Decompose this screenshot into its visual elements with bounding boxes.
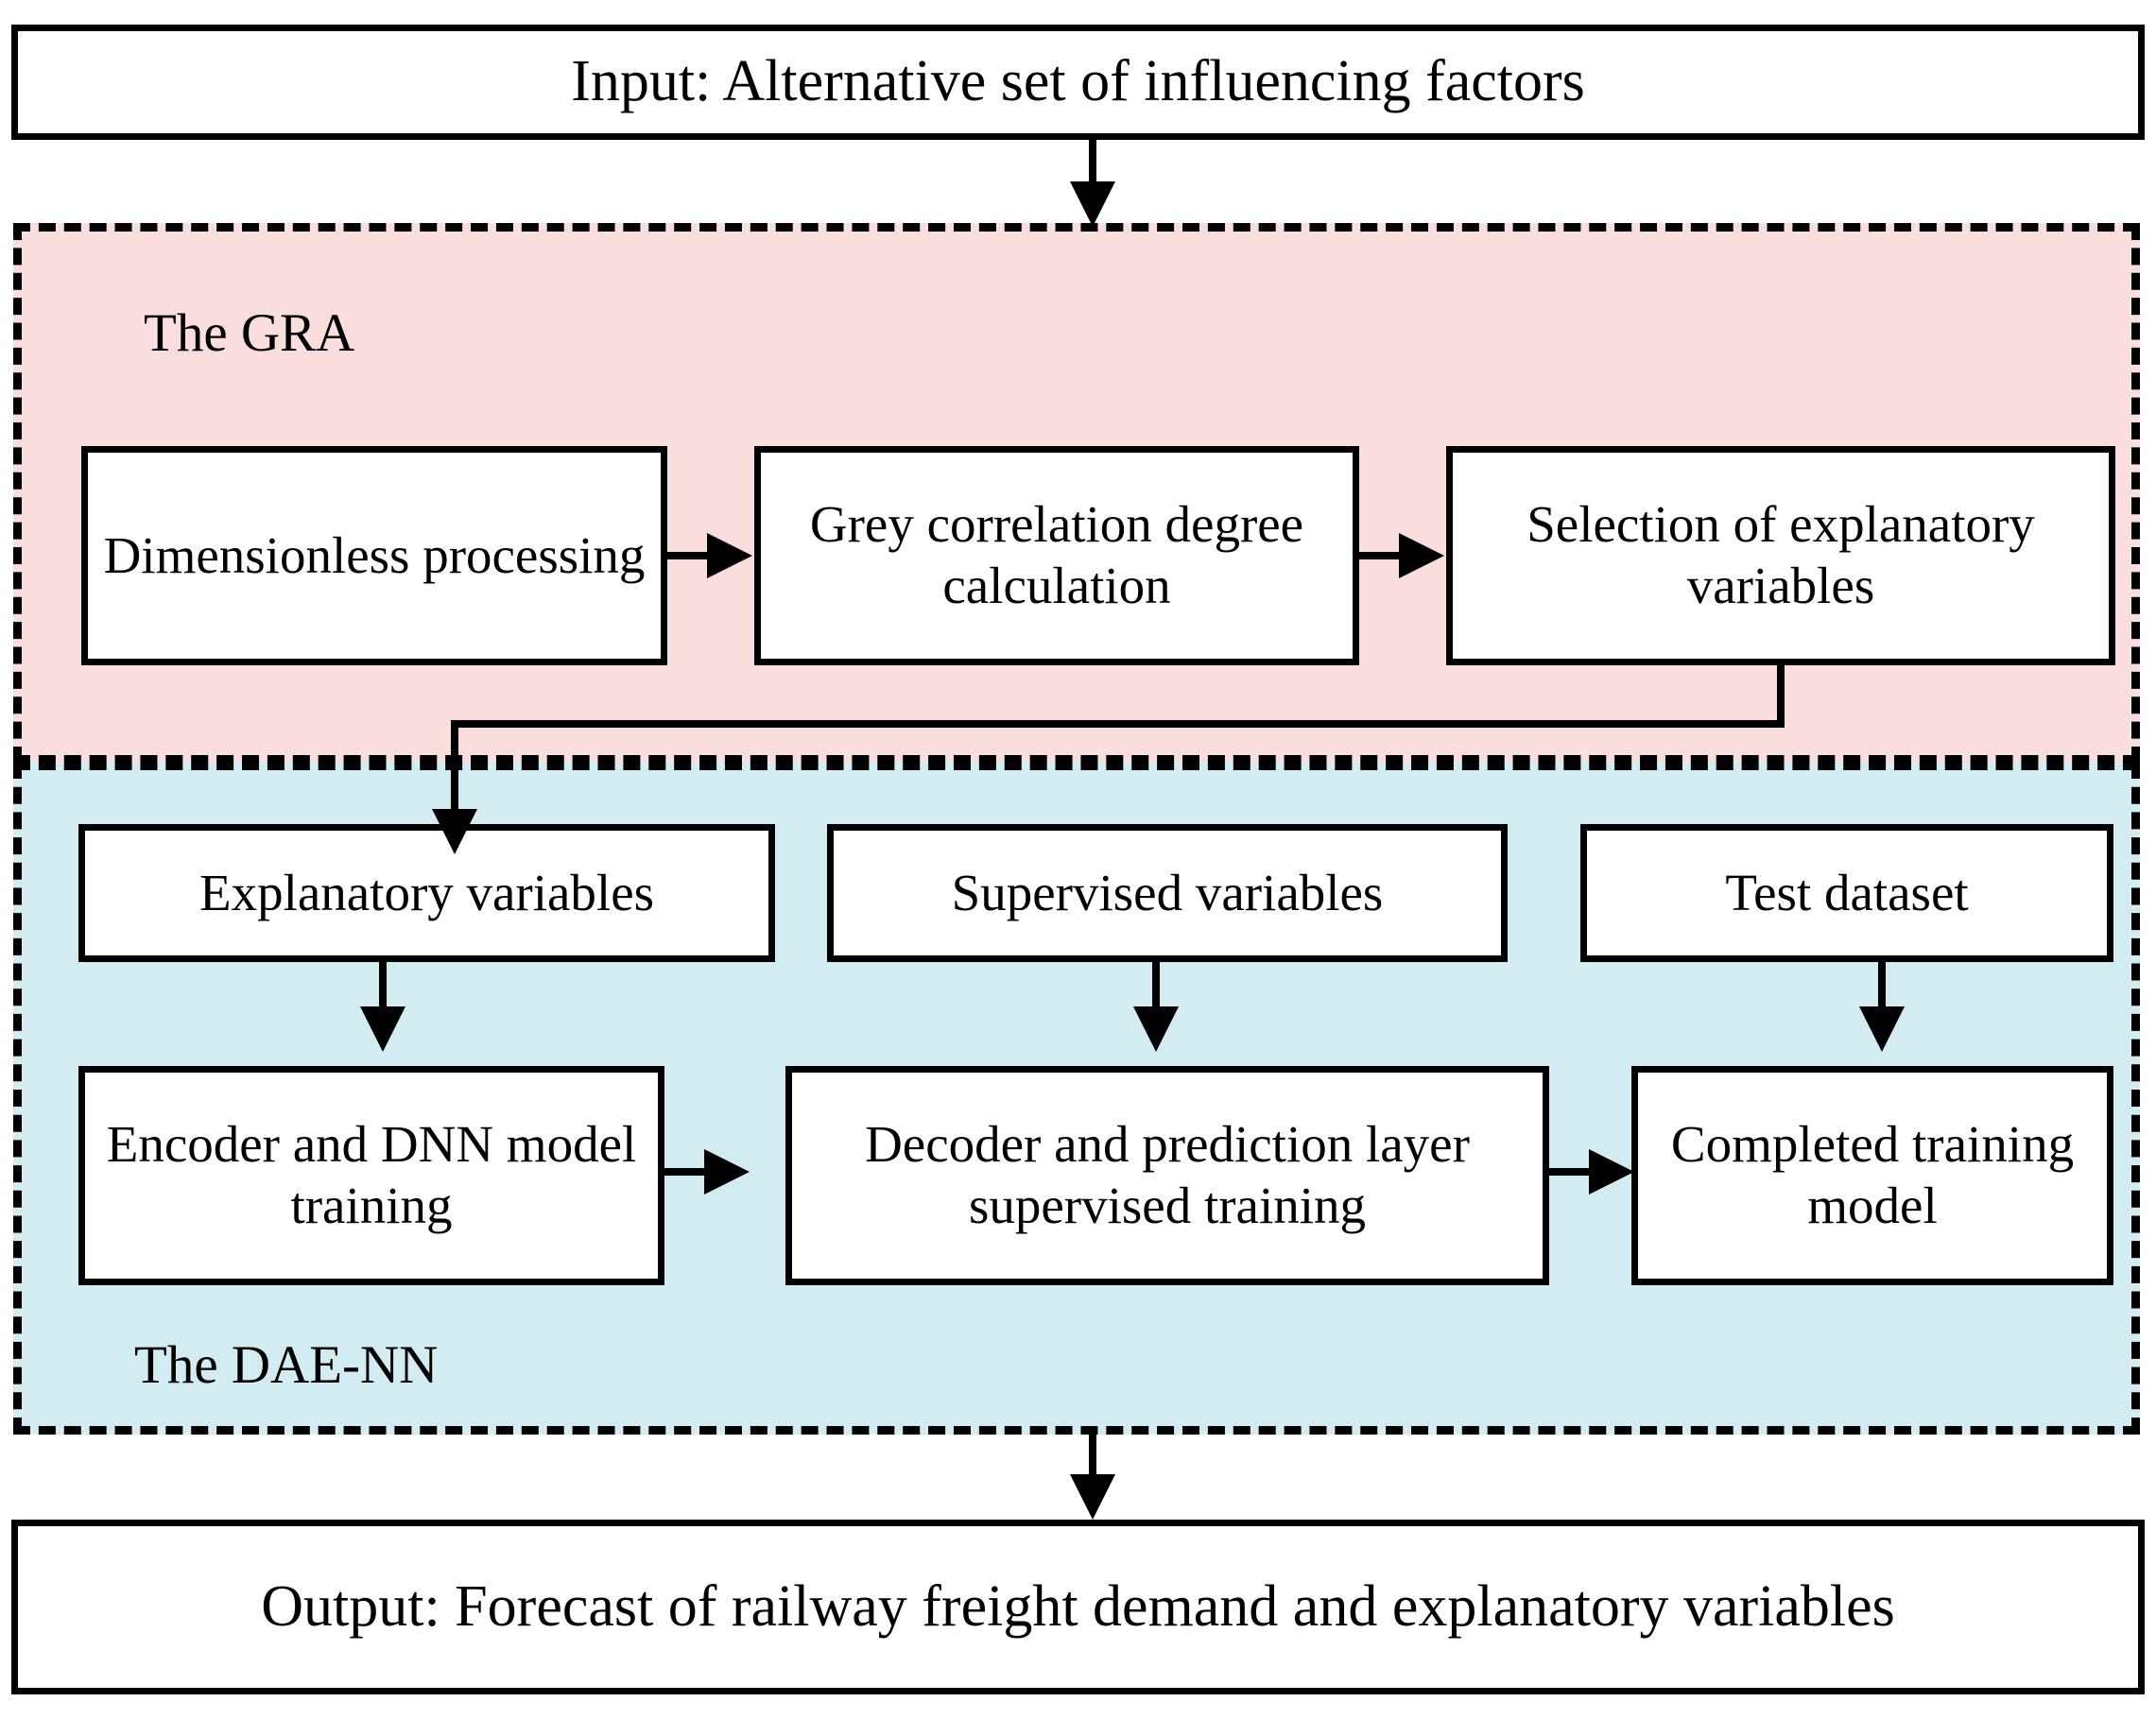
connector-decoder-to-completed-line [1549,1168,1598,1176]
box-completed-training-model: Completed training model [1631,1066,2113,1285]
output-box: Output: Forecast of railway freight dema… [11,1520,2145,1694]
connector-selection-elbow-vertical-right [1777,665,1785,728]
connector-supervised-to-decoder-line [1152,962,1160,1030]
connector-encoder-to-decoder-line [664,1168,714,1176]
output-box-label: Output: Forecast of railway freight dema… [261,1573,1895,1639]
connector-explanatory-to-encoder-line [379,962,387,1030]
box-selection-of-explanatory-variables-label: Selection of explanatory variables [1526,495,2035,614]
input-box: Input: Alternative set of influencing fa… [11,25,2145,140]
connector-selection-elbow-vertical-left [451,720,458,819]
box-test-dataset: Test dataset [1580,824,2113,962]
connector-grey-to-selection-line [1359,552,1408,559]
box-supervised-variables-label: Supervised variables [951,863,1384,921]
box-encoder-and-dnn-model-training: Encoder and DNN model training [78,1066,664,1285]
connector-dae-to-output-arrowhead [1070,1474,1115,1520]
box-explanatory-variables: Explanatory variables [78,824,775,962]
connector-dimensionless-to-grey-arrowhead [707,533,752,578]
box-decoder-and-prediction-layer-supervised-training-label: Decoder and prediction layer supervised … [865,1115,1470,1234]
box-completed-training-model-label: Completed training model [1670,1115,2075,1234]
connector-supervised-to-decoder-arrowhead [1133,1006,1179,1052]
connector-decoder-to-completed-arrowhead [1589,1149,1634,1195]
connector-selection-elbow-horizontal [451,720,1785,728]
box-grey-correlation-degree-calculation-label: Grey correlation degree calculation [809,495,1304,614]
box-grey-correlation-degree-calculation: Grey correlation degree calculation [754,446,1359,665]
connector-dae-to-output-line [1089,1435,1096,1489]
group-gra-label: The GRA [144,303,355,363]
box-encoder-and-dnn-model-training-label: Encoder and DNN model training [106,1115,637,1234]
connector-test-to-completed-line [1878,962,1886,1030]
connector-explanatory-to-encoder-arrowhead [360,1006,405,1052]
connector-selection-to-explanatory-arrowhead [432,809,477,854]
connector-grey-to-selection-arrowhead [1399,533,1444,578]
box-dimensionless-processing-label: Dimensionless processing [103,525,646,584]
connector-encoder-to-decoder-arrowhead [704,1149,750,1195]
box-supervised-variables: Supervised variables [827,824,1508,962]
box-selection-of-explanatory-variables: Selection of explanatory variables [1446,446,2115,665]
connector-test-to-completed-arrowhead [1859,1006,1905,1052]
group-dae-nn-label: The DAE-NN [134,1335,439,1395]
connector-dimensionless-to-grey-line [667,552,716,559]
box-dimensionless-processing: Dimensionless processing [81,446,667,665]
box-test-dataset-label: Test dataset [1725,863,1969,921]
box-explanatory-variables-label: Explanatory variables [198,863,655,921]
connector-input-to-gra-line [1089,140,1096,189]
input-box-label: Input: Alternative set of influencing fa… [571,49,1585,114]
connector-input-to-gra-arrowhead [1070,181,1115,227]
box-decoder-and-prediction-layer-supervised-training: Decoder and prediction layer supervised … [785,1066,1549,1285]
